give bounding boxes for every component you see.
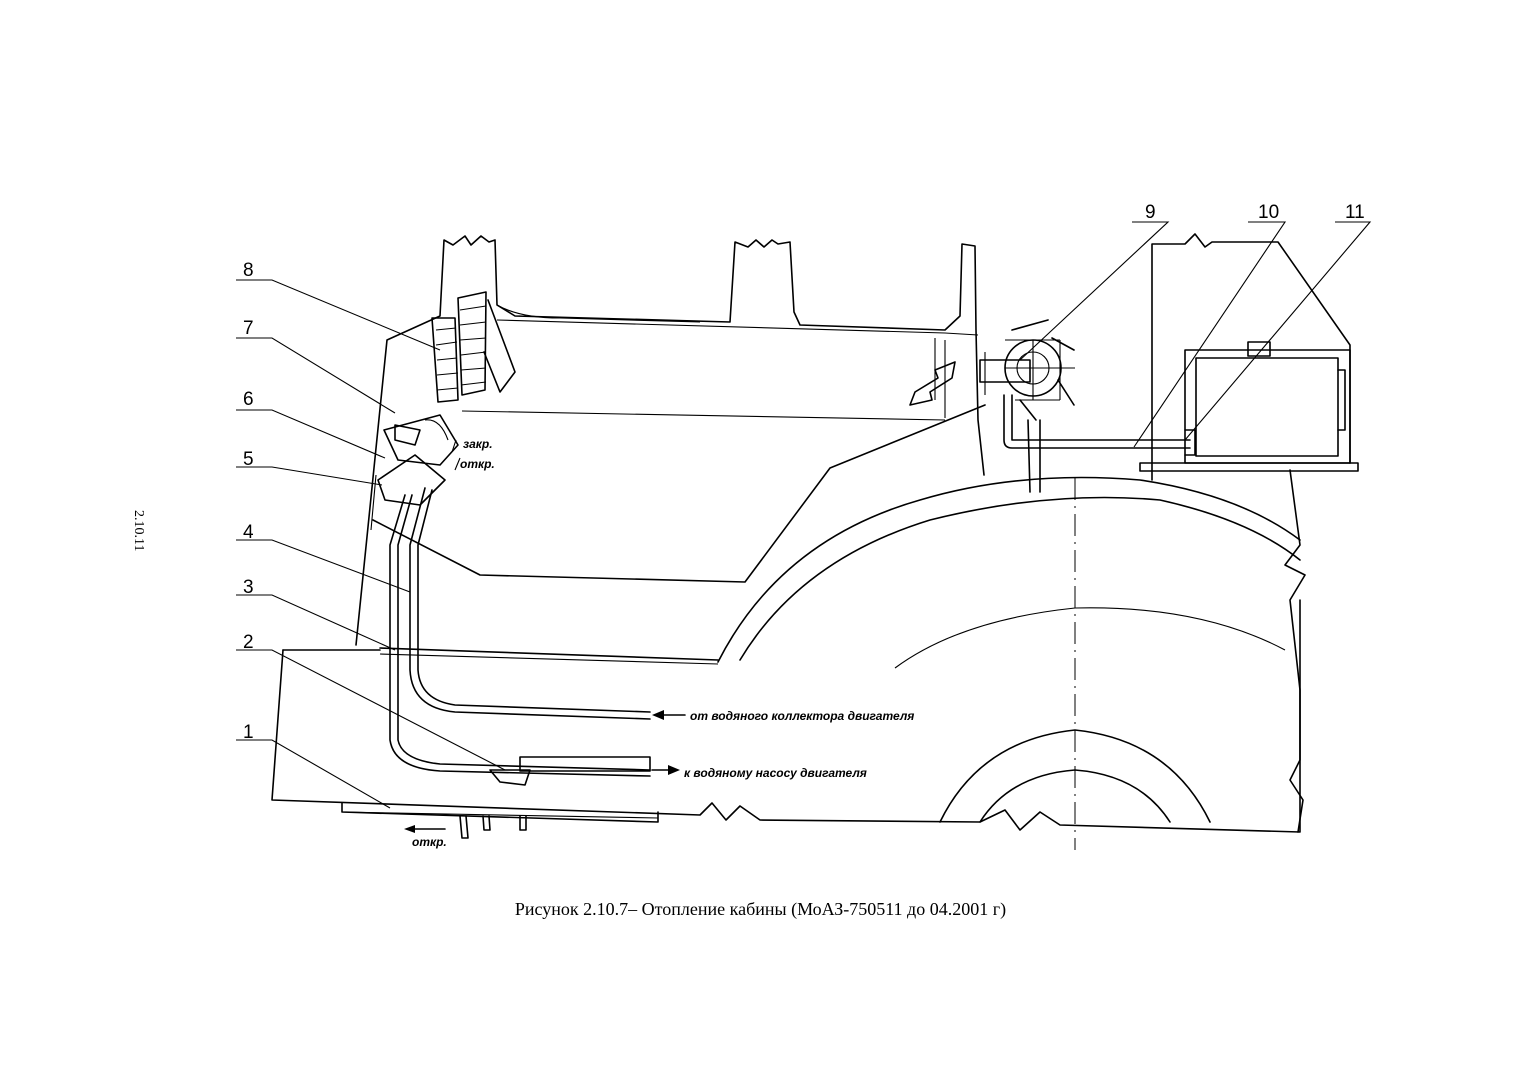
callout-3: 3: [243, 577, 254, 598]
page-number: 2.10.11: [131, 510, 146, 552]
callout-1: 1: [243, 722, 254, 743]
annotations: закр. откр. от водяного коллектора двига…: [412, 437, 914, 849]
drain-open-label: откр.: [412, 835, 447, 849]
callout-10: 10: [1258, 202, 1279, 223]
engine-compartment: [979, 233, 1359, 493]
callout-4: 4: [243, 522, 254, 543]
coolant-hoses: [389, 487, 686, 833]
valve-closed-label: закр.: [463, 437, 493, 451]
callout-7: 7: [243, 318, 254, 339]
from-collector-label: от водяного коллектора двигателя: [690, 709, 914, 723]
valve-open-label: откр.: [460, 457, 495, 471]
cabin-outline: [355, 235, 986, 665]
callout-11: 11: [1345, 202, 1365, 223]
callout-9: 9: [1145, 202, 1156, 223]
frame-outline: [271, 599, 1301, 839]
heater-assembly: [377, 291, 956, 506]
callout-2: 2: [243, 632, 254, 653]
callout-8: 8: [243, 260, 254, 281]
callout-numbers: 1 2 3 4 5 6 7 8 9 10 11: [243, 202, 1365, 743]
callout-6: 6: [243, 389, 254, 410]
to-pump-label: к водяному насосу двигателя: [684, 766, 867, 780]
leader-lines: [236, 221, 1372, 809]
figure-caption: Рисунок 2.10.7– Отопление кабины (МоАЗ-7…: [514, 899, 1007, 919]
wheel-fender: [717, 469, 1306, 850]
callout-5: 5: [243, 449, 254, 470]
